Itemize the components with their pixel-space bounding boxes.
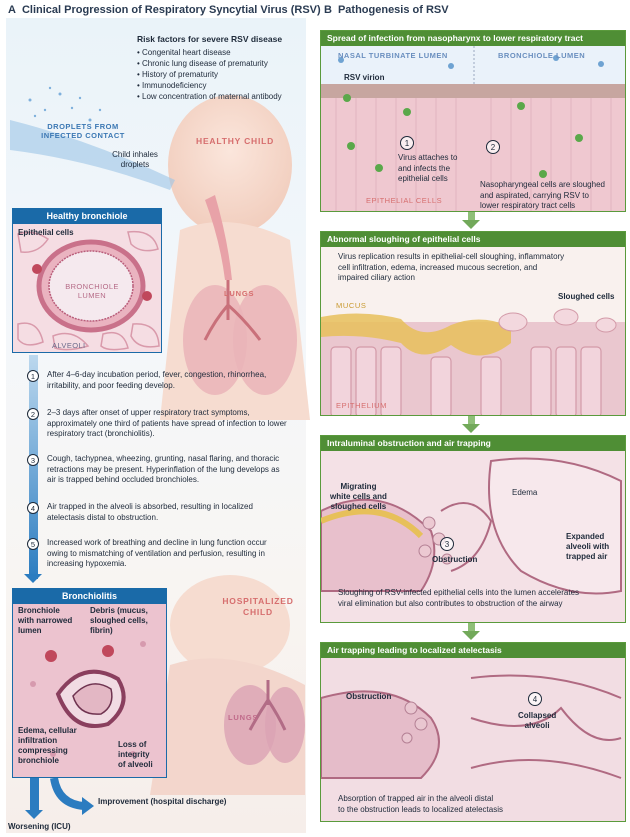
spread-of-infection-header: Spread of infection from nasopharynx to … bbox=[321, 31, 625, 46]
sloughing-caption: Sloughing of RSV-infected epithelial cel… bbox=[338, 588, 580, 608]
bronchiole-lumen-label-b: BRONCHIOLE LUMEN bbox=[498, 51, 586, 60]
flow-arrow-head bbox=[462, 631, 480, 640]
epithelial-cells-label: Epithelial cells bbox=[18, 228, 74, 237]
risk-factor-item: Chronic lung disease of prematurity bbox=[137, 58, 282, 69]
droplet-stream bbox=[10, 86, 175, 190]
risk-factor-item: Immunodeficiency bbox=[137, 80, 282, 91]
flow-arrow-head bbox=[462, 220, 480, 229]
alveoli-label: ALVEOLI bbox=[52, 341, 86, 350]
step-number: 3 bbox=[27, 454, 39, 466]
virus-attaches-caption: Virus attaches to and infects the epithe… bbox=[398, 153, 458, 183]
worsening-arrow-head bbox=[25, 810, 43, 819]
atelectasis-header: Air trapping leading to localized atelec… bbox=[321, 643, 625, 658]
rsv-virion-label: RSV virion bbox=[344, 73, 385, 82]
edema-infiltration-label: Edema, cellular infiltration compressing… bbox=[18, 726, 77, 765]
child-inhales-label: Child inhales droplets bbox=[112, 150, 158, 169]
virus-replication-caption: Virus replication results in epithelial-… bbox=[338, 252, 565, 282]
improvement-label: Improvement (hospital discharge) bbox=[98, 797, 227, 806]
worsening-arrow-stem bbox=[30, 778, 39, 812]
nasopharyngeal-caption: Nasopharyngeal cells are sloughed and as… bbox=[480, 180, 605, 210]
narrowed-lumen-label: Bronchiole with narrowed lumen bbox=[18, 606, 73, 635]
step-circle-1: 1 bbox=[400, 136, 414, 150]
step-text: Increased work of breathing and decline … bbox=[47, 538, 267, 568]
loss-of-integrity-label: Loss of integrity of alveoli bbox=[118, 740, 153, 769]
nasal-turbinate-lumen-label: NASAL TURBINATE LUMEN bbox=[338, 51, 448, 60]
abnormal-sloughing-header: Abnormal sloughing of epithelial cells bbox=[321, 232, 625, 247]
healthy-child-label: HEALTHY CHILD bbox=[196, 136, 275, 146]
lungs-label-top: LUNGS bbox=[224, 289, 255, 298]
step-text: 2–3 days after onset of upper respirator… bbox=[47, 408, 287, 438]
improvement-arrow bbox=[50, 778, 94, 815]
step-text: Cough, tachypnea, wheezing, grunting, na… bbox=[47, 454, 280, 484]
intraluminal-obstruction-box: Intraluminal obstruction and air trappin… bbox=[320, 435, 626, 623]
risk-factor-item: History of prematurity bbox=[137, 69, 282, 80]
healthy-bronchiole-illustration bbox=[13, 224, 161, 352]
risk-factors-title: Risk factors for severe RSV disease bbox=[137, 34, 283, 44]
flow-arrow-stem bbox=[468, 623, 475, 633]
droplets-label: DROPLETS FROM INFECTED CONTACT bbox=[41, 122, 125, 140]
healthy-bronchiole-box: Healthy bronchiole bbox=[12, 208, 162, 353]
hospitalized-child-illustration bbox=[150, 575, 305, 795]
flow-arrow-stem bbox=[468, 416, 475, 426]
healthy-child-illustration bbox=[160, 95, 310, 420]
step-circle-3: 3 bbox=[440, 537, 454, 551]
progression-arrow-stem bbox=[29, 355, 38, 579]
obstruction-label: Obstruction bbox=[432, 555, 478, 564]
sloughed-cells-label: Sloughed cells bbox=[558, 292, 615, 301]
abnormal-sloughing-box: Abnormal sloughing of epithelial cells bbox=[320, 231, 626, 416]
step-number: 4 bbox=[27, 502, 39, 514]
step-circle-2: 2 bbox=[486, 140, 500, 154]
step-number: 2 bbox=[27, 408, 39, 420]
debris-label: Debris (mucus, sloughed cells, fibrin) bbox=[90, 606, 148, 635]
flow-arrow-head bbox=[462, 424, 480, 433]
obstruction-label-b4: Obstruction bbox=[346, 692, 392, 701]
step-number: 5 bbox=[27, 538, 39, 550]
abnormal-sloughing-illustration bbox=[321, 247, 625, 415]
risk-factors-list: Congenital heart disease Chronic lung di… bbox=[137, 47, 282, 102]
step-text: Air trapped in the alveoli is absorbed, … bbox=[47, 502, 253, 522]
migrating-cells-label: Migrating white cells and sloughed cells bbox=[330, 482, 387, 511]
expanded-alveoli-label: Expanded alveoli with trapped air bbox=[566, 532, 610, 561]
bronchiole-lumen-label: BRONCHIOLE LUMEN bbox=[65, 282, 119, 300]
step-number: 1 bbox=[27, 370, 39, 382]
healthy-bronchiole-header: Healthy bronchiole bbox=[13, 209, 161, 224]
step-circle-4: 4 bbox=[528, 692, 542, 706]
lungs-label-bottom: LUNGS bbox=[228, 713, 259, 722]
bronchiolitis-illustration bbox=[13, 604, 166, 777]
epithelial-cells-label-b: EPITHELIAL CELLS bbox=[366, 196, 443, 205]
edema-label: Edema bbox=[512, 488, 538, 497]
progression-arrow-head bbox=[24, 574, 42, 583]
epithelium-label: EPITHELIUM bbox=[336, 401, 388, 410]
spread-of-infection-box: Spread of infection from nasopharynx to … bbox=[320, 30, 626, 212]
intraluminal-obstruction-header: Intraluminal obstruction and air trappin… bbox=[321, 436, 625, 451]
bronchiolitis-header: Bronchiolitis bbox=[13, 589, 166, 604]
mucus-label: MUCUS bbox=[336, 301, 367, 310]
step-text: After 4–6-day incubation period, fever, … bbox=[47, 370, 267, 390]
hospitalized-child-label: HOSPITALIZED CHILD bbox=[222, 596, 294, 617]
spread-of-infection-illustration bbox=[321, 46, 625, 211]
risk-factor-item: Congenital heart disease bbox=[137, 47, 282, 58]
collapsed-alveoli-label: Collapsed alveoli bbox=[518, 711, 557, 730]
atelectasis-illustration bbox=[321, 658, 625, 821]
bronchiolitis-box: Bronchiolitis bbox=[12, 588, 167, 778]
absorption-caption: Absorption of trapped air in the alveoli… bbox=[338, 794, 503, 814]
intraluminal-obstruction-illustration bbox=[321, 451, 625, 622]
worsening-label: Worsening (ICU) bbox=[8, 822, 71, 831]
flow-arrow-stem bbox=[468, 212, 475, 222]
risk-factor-item: Low concentration of maternal antibody bbox=[137, 91, 282, 102]
atelectasis-box: Air trapping leading to localized atelec… bbox=[320, 642, 626, 822]
